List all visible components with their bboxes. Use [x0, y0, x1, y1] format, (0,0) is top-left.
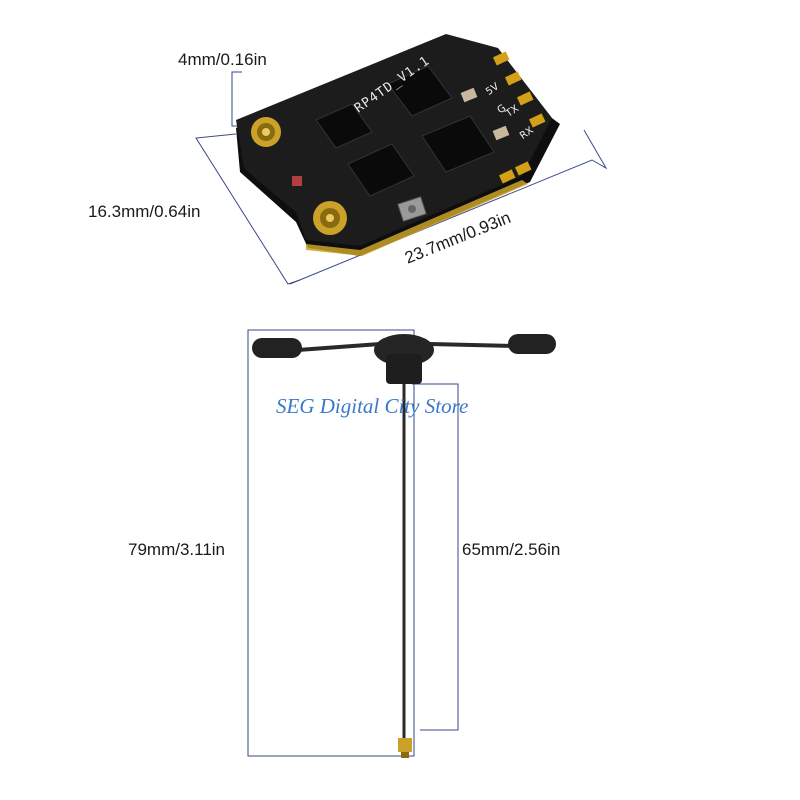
- ic-chip: [387, 65, 453, 117]
- antenna-total-length-label: 79mm/3.11in: [128, 540, 226, 559]
- ic-chip: [421, 115, 495, 173]
- ic-chip: [315, 103, 373, 149]
- antenna-element-length-label: 65mm/2.56in: [462, 540, 561, 559]
- receiver-board: [236, 34, 560, 256]
- width-label: 16.3mm/0.64in: [88, 202, 201, 221]
- t-antenna: [252, 334, 556, 758]
- antenna-dimension-lines: [247, 329, 459, 757]
- ufl-connector: [313, 201, 347, 235]
- thickness-label: 4mm/0.16in: [178, 50, 267, 69]
- pcb-dimension-lines: [195, 71, 608, 285]
- store-watermark: SEG Digital City Store: [276, 394, 469, 418]
- solder-pads: [492, 51, 546, 184]
- ic-chip: [347, 143, 415, 197]
- ufl-connector: [251, 117, 281, 147]
